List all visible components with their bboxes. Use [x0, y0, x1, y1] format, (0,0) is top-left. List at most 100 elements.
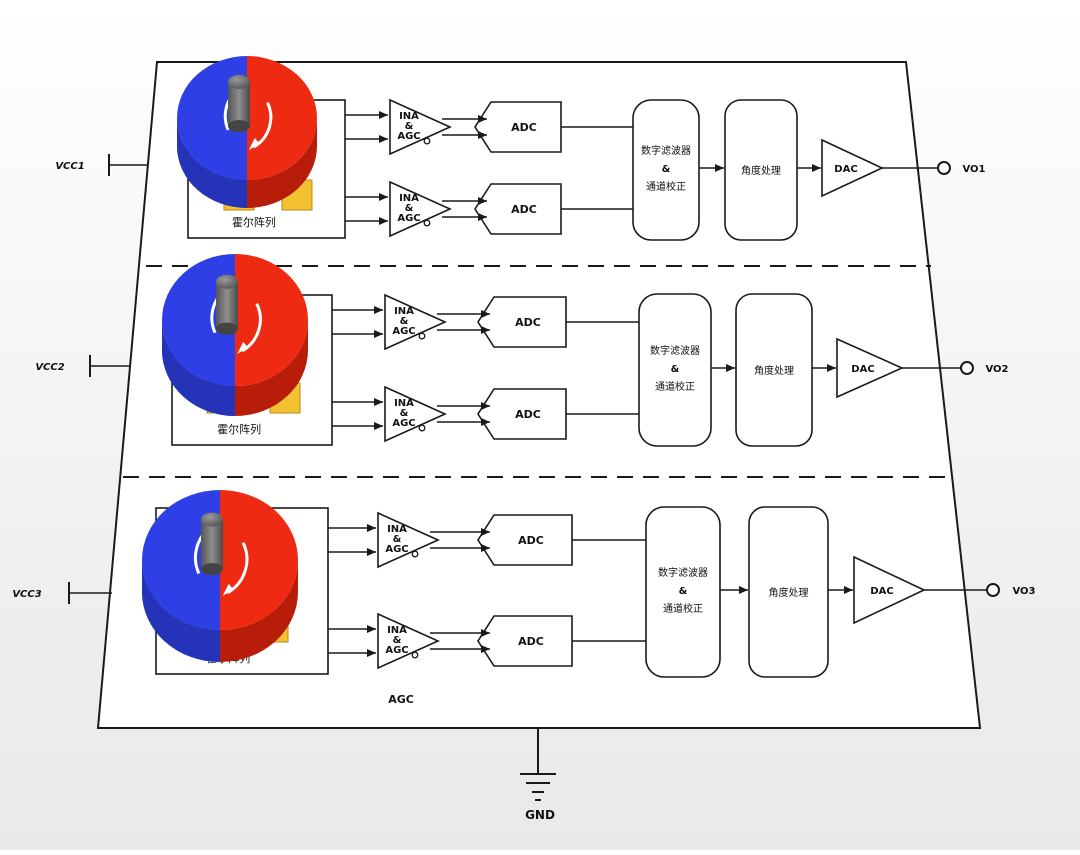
output-label: VO2	[985, 364, 1008, 375]
angle-processing-block	[748, 506, 829, 678]
shaft-base	[216, 322, 238, 335]
amplifier-2: INA&AGC	[384, 385, 447, 443]
output-label: VO3	[1012, 586, 1035, 597]
ground-symbol	[520, 728, 556, 801]
magnet-side-north-dark	[177, 118, 247, 208]
output-terminal	[937, 161, 951, 175]
shaft-top	[216, 274, 238, 289]
rotation-arrowhead-right	[222, 583, 234, 596]
angle-processing-block	[724, 99, 798, 241]
digital-filter-block	[632, 99, 700, 241]
shaft-top	[228, 74, 250, 89]
amplifier-label-line-3: AGC	[392, 418, 415, 429]
adc-label-2: ADC	[518, 635, 544, 648]
shaft-body	[216, 281, 238, 328]
magnet-south-pole	[220, 490, 298, 630]
amplifier-triangle	[389, 98, 452, 156]
angle-processing-label: 角度处理	[741, 164, 781, 177]
adc-label-2: ADC	[515, 408, 541, 421]
magnet-side-north-dark	[162, 320, 235, 416]
dsp-label-line-1: 数字滤波器	[650, 344, 700, 357]
adc-label-2: ADC	[511, 203, 537, 216]
dac-label: DAC	[870, 586, 893, 597]
dac-label: DAC	[834, 164, 857, 175]
output-label: VO1	[962, 164, 985, 175]
amplifier-label-line-1: INA	[394, 398, 414, 409]
amplifier-label-line-1: INA	[394, 306, 414, 317]
dsp-label-line-2: &	[662, 164, 671, 175]
adc-block-1	[474, 101, 562, 153]
adc-block-2	[477, 615, 573, 667]
magnet-north-pole	[142, 490, 220, 630]
amplifier-label-line-1: INA	[399, 111, 419, 122]
inverting-output-bubble	[411, 651, 419, 659]
magnet-south-pole	[247, 56, 317, 180]
magnet-side-south	[235, 320, 308, 416]
dsp-label-line-2: &	[671, 364, 680, 375]
dsp-label-line-3: 通道校正	[663, 602, 703, 615]
dsp-label-line-1: 数字滤波器	[658, 566, 708, 579]
output-terminal	[986, 583, 1000, 597]
vcc-label: VCC3	[12, 589, 41, 600]
dac-triangle	[853, 555, 926, 625]
shaft-top	[201, 512, 223, 527]
amplifier-label-line-1: INA	[387, 625, 407, 636]
channel-1: VCC1霍尔阵列INA&AGCINA&AGCADCADC数字滤波器&通道校正角度…	[55, 56, 986, 241]
amplifier-2: INA&AGC	[377, 612, 440, 670]
digital-filter-block	[645, 506, 721, 678]
hall-array-label: 霍尔阵列	[217, 422, 261, 436]
dsp-label-line-3: 通道校正	[646, 180, 686, 193]
hall-array-label: 霍尔阵列	[232, 215, 276, 229]
amplifier-label-line-3: AGC	[397, 213, 420, 224]
inverting-output-bubble	[418, 332, 426, 340]
adc-block-1	[477, 296, 567, 348]
amplifier-label-line-1: INA	[387, 524, 407, 535]
amplifier-label-line-2: &	[393, 534, 402, 545]
amplifier-triangle	[384, 293, 447, 351]
amplifier-label-line-2: &	[405, 203, 414, 214]
amplifier-triangle	[377, 511, 440, 569]
adc-block-2	[474, 183, 562, 235]
amplifier-label-line-2: &	[400, 316, 409, 327]
shaft-base	[228, 120, 250, 133]
ring-magnet	[162, 254, 308, 416]
adc-label-1: ADC	[515, 316, 541, 329]
output-terminal	[960, 361, 974, 375]
amplifier-triangle	[377, 612, 440, 670]
adc-label-1: ADC	[511, 121, 537, 134]
amplifier-1: INA&AGC	[389, 98, 452, 156]
digital-filter-block	[638, 293, 712, 447]
rotation-arrowhead-right	[248, 137, 260, 150]
adc-block-1	[477, 514, 573, 566]
agc-label: AGC	[388, 693, 414, 706]
channel-2: VCC2霍尔阵列INA&AGCINA&AGCADCADC数字滤波器&通道校正角度…	[35, 254, 1009, 447]
channel-3: VCC3霍尔阵列INA&AGCINA&AGCADCADC数字滤波器&通道校正角度…	[12, 490, 1036, 678]
vcc-label: VCC1	[55, 161, 84, 172]
shaft-body	[228, 81, 250, 126]
amplifier-label-line-3: AGC	[385, 544, 408, 555]
dsp-label-line-3: 通道校正	[655, 380, 695, 393]
magnet-side-south	[247, 118, 317, 208]
inverting-output-bubble	[423, 137, 431, 145]
dsp-label-line-1: 数字滤波器	[641, 144, 691, 157]
amplifier-label-line-1: INA	[399, 193, 419, 204]
angle-processing-label: 角度处理	[769, 586, 809, 599]
dsp-label-line-2: &	[679, 586, 688, 597]
inverting-output-bubble	[423, 219, 431, 227]
dac-triangle	[836, 337, 904, 399]
shaft-base	[201, 563, 223, 576]
inverting-output-bubble	[418, 424, 426, 432]
angle-processing-label: 角度处理	[754, 364, 794, 377]
ring-magnet	[177, 56, 317, 208]
angle-processing-block	[735, 293, 813, 447]
amplifier-triangle	[389, 180, 452, 238]
gnd-label: GND	[525, 808, 555, 822]
adc-label-1: ADC	[518, 534, 544, 547]
amplifier-1: INA&AGC	[384, 293, 447, 351]
amplifier-label-line-3: AGC	[397, 131, 420, 142]
amplifier-1: INA&AGC	[377, 511, 440, 569]
amplifier-label-line-2: &	[393, 635, 402, 646]
dac-label: DAC	[851, 364, 874, 375]
